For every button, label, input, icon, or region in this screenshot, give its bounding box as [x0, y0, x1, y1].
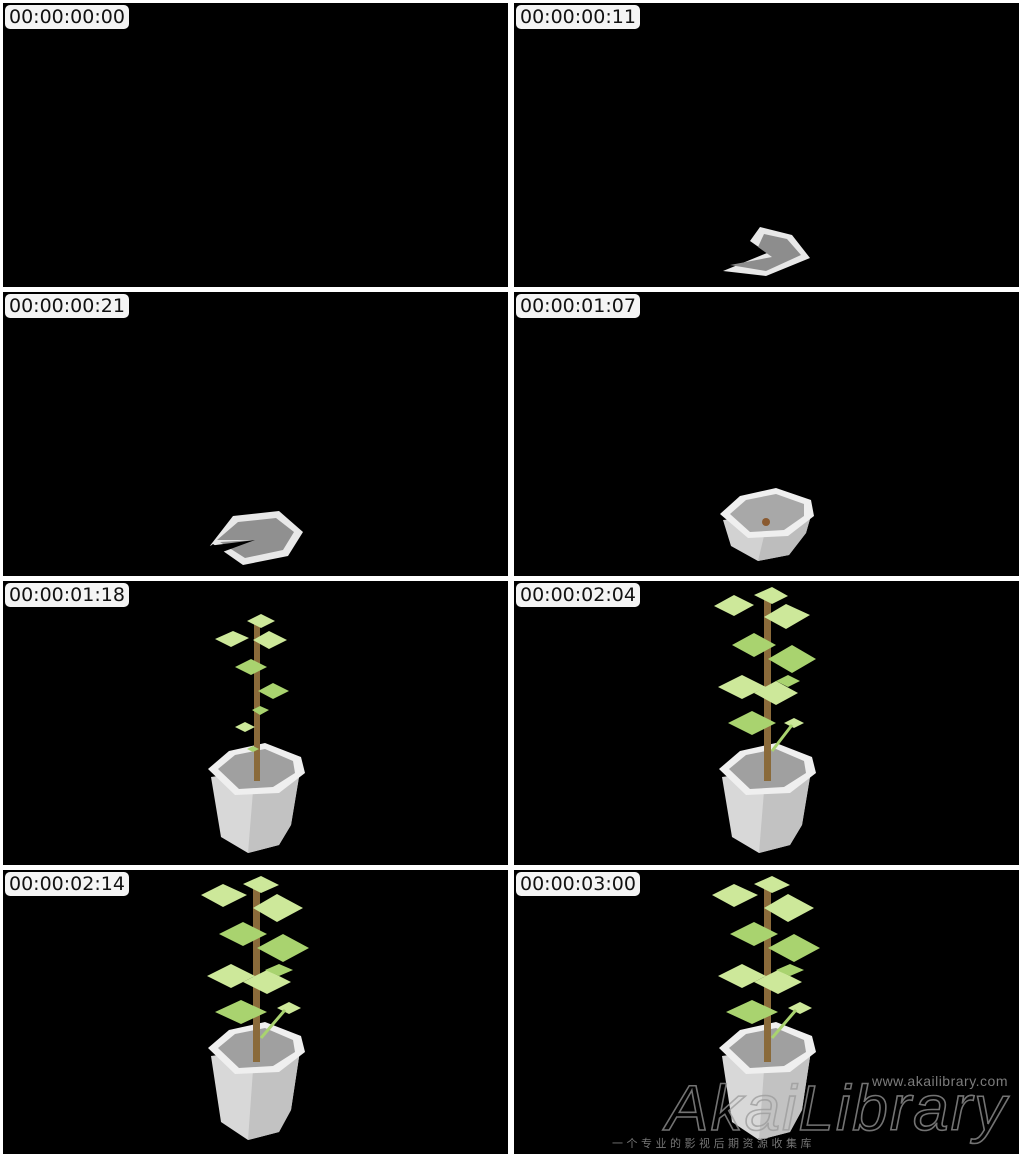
frame-6: 00:00:02:04 — [514, 581, 1019, 865]
plant — [215, 614, 289, 781]
timecode-label: 00:00:01:07 — [516, 294, 640, 318]
frame-7: 00:00:02:14 — [3, 870, 508, 1154]
timecode-label: 00:00:00:21 — [5, 294, 129, 318]
pot-base-forming — [208, 511, 303, 565]
pot — [720, 488, 814, 561]
plant — [712, 876, 820, 1062]
frame-scene-plant-full — [712, 876, 820, 1140]
timecode-label: 00:00:02:14 — [5, 872, 129, 896]
frame-3: 00:00:00:21 — [3, 292, 508, 576]
frame-5: 00:00:01:18 — [3, 581, 508, 865]
frame-4: 00:00:01:07 — [514, 292, 1019, 576]
frame-scene-plant-full — [201, 876, 309, 1140]
frame-2: 00:00:00:11 — [514, 3, 1019, 287]
frame-8: 00:00:03:00 — [514, 870, 1019, 1154]
frame-scene-plant-young — [208, 614, 305, 853]
plant — [714, 587, 816, 781]
timecode-label: 00:00:02:04 — [516, 583, 640, 607]
timecode-label: 00:00:03:00 — [516, 872, 640, 896]
frame-1: 00:00:00:00 — [3, 3, 508, 287]
timecode-label: 00:00:00:00 — [5, 5, 129, 29]
timecode-label: 00:00:00:11 — [516, 5, 640, 29]
pot-base-forming — [723, 227, 810, 276]
frame-scene-base-large — [208, 511, 303, 565]
timecode-label: 00:00:01:18 — [5, 583, 129, 607]
frame-scene-empty — [3, 3, 508, 287]
frame-scene-base-small — [723, 227, 810, 276]
plant — [201, 876, 309, 1062]
seed — [762, 518, 770, 526]
frame-scene-pot-seed — [720, 488, 814, 561]
frame-scene-plant-grown — [714, 587, 816, 853]
